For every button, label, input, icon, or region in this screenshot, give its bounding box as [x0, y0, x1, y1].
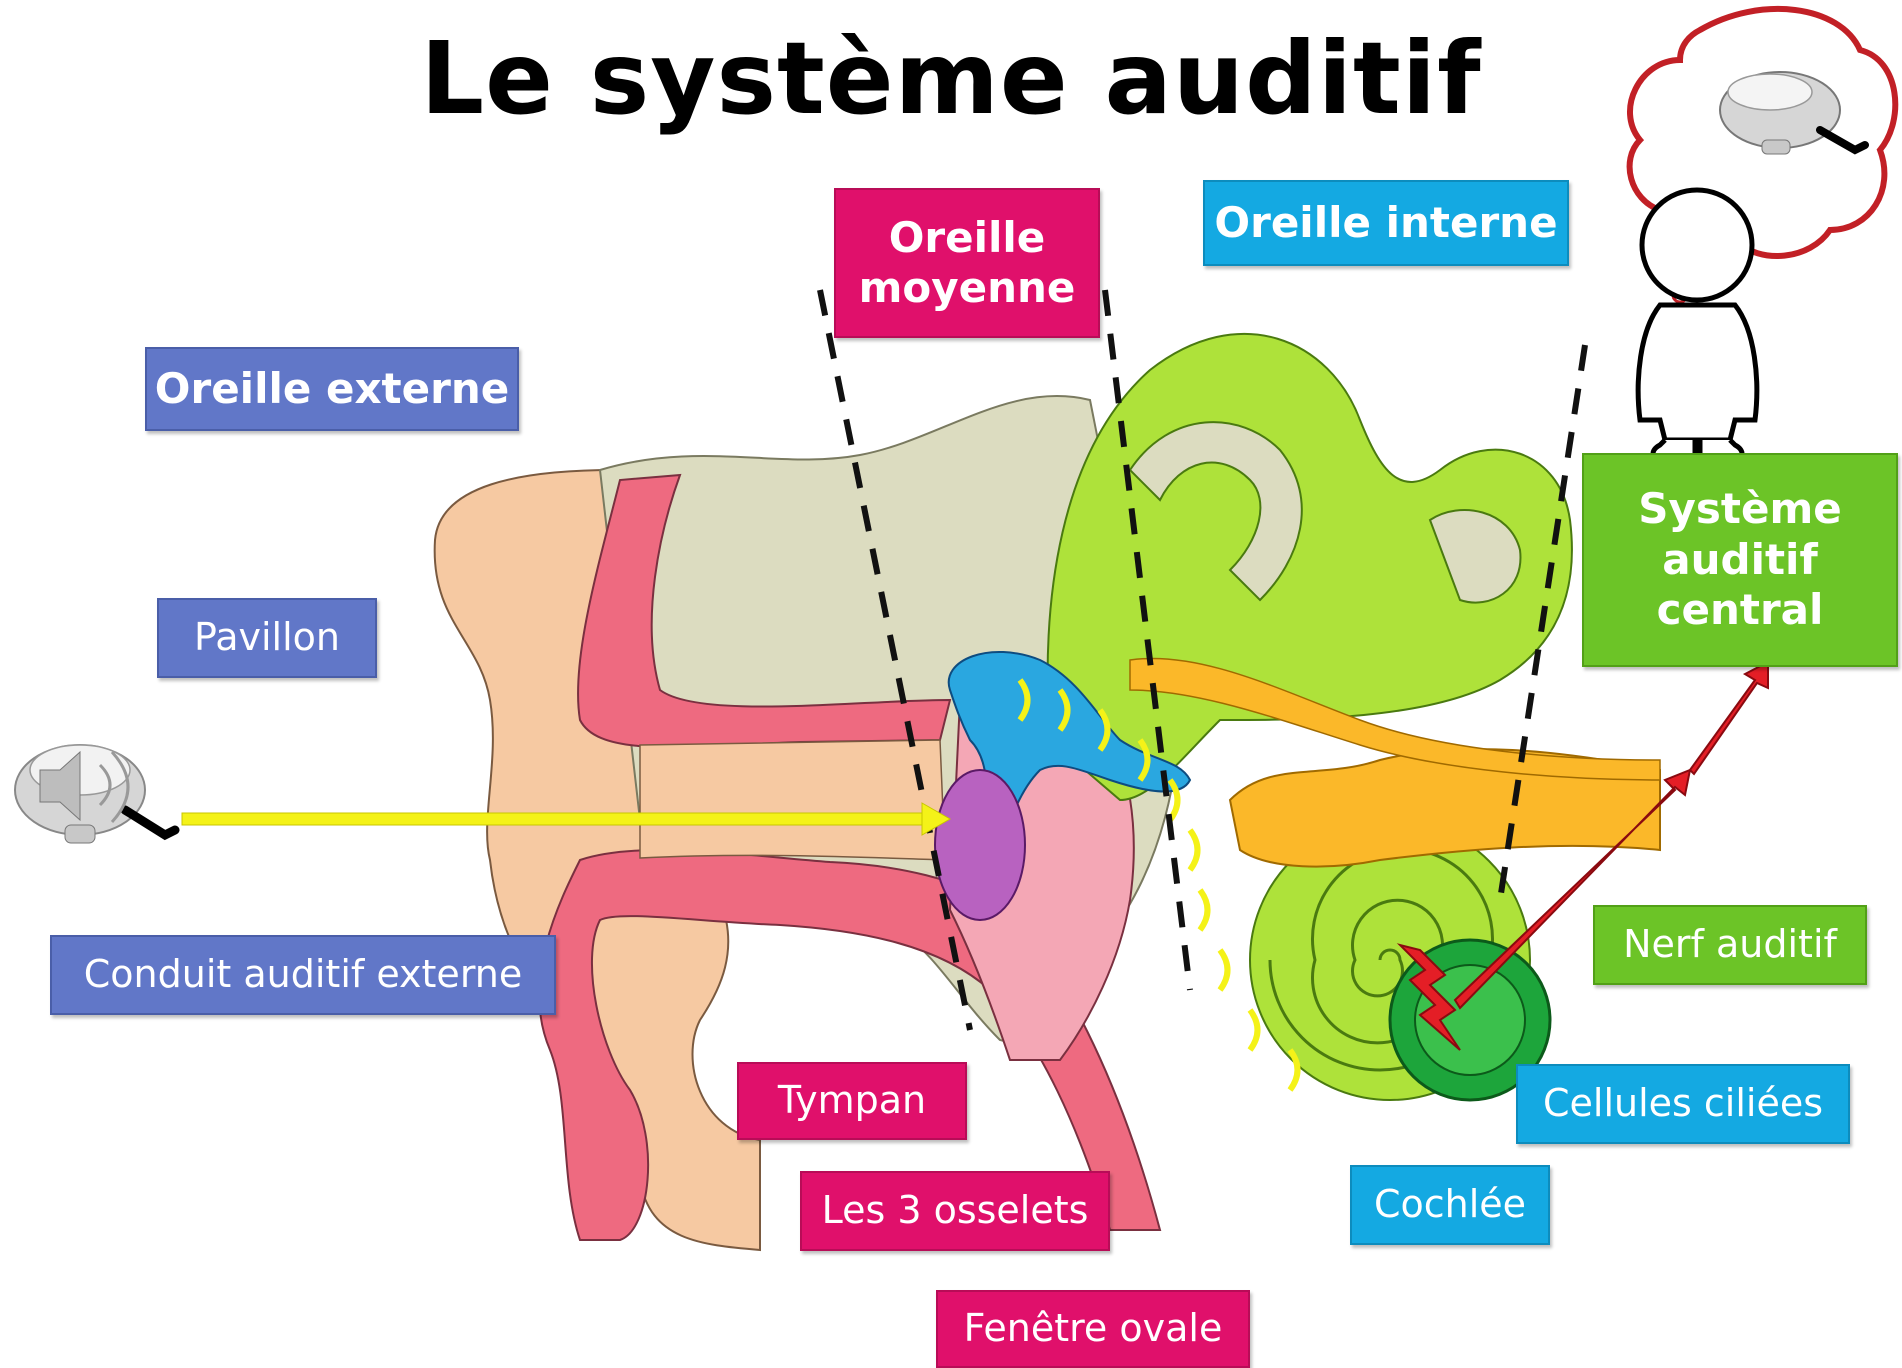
label-systeme-auditif-central: Système auditif central	[1582, 453, 1898, 667]
label-cellules-ciliees: Cellules ciliées	[1516, 1064, 1850, 1144]
person-icon	[1638, 190, 1757, 460]
label-pavillon: Pavillon	[157, 598, 377, 678]
label-fenetre-ovale: Fenêtre ovale	[936, 1290, 1250, 1368]
label-tympan: Tympan	[737, 1062, 967, 1140]
label-oreille-interne: Oreille interne	[1203, 180, 1569, 266]
label-conduit-auditif-externe: Conduit auditif externe	[50, 935, 556, 1015]
tympan-shape	[935, 770, 1025, 920]
label-nerf-auditif: Nerf auditif	[1593, 905, 1867, 985]
label-oreille-moyenne: Oreille moyenne	[834, 188, 1100, 338]
label-cochlee: Cochlée	[1350, 1165, 1550, 1245]
speaker-icon[interactable]	[15, 745, 175, 843]
ear-canal-passage	[640, 740, 945, 860]
page-title: Le système auditif	[0, 20, 1902, 137]
label-les-3-osselets: Les 3 osselets	[800, 1171, 1110, 1251]
label-oreille-externe: Oreille externe	[145, 347, 519, 431]
